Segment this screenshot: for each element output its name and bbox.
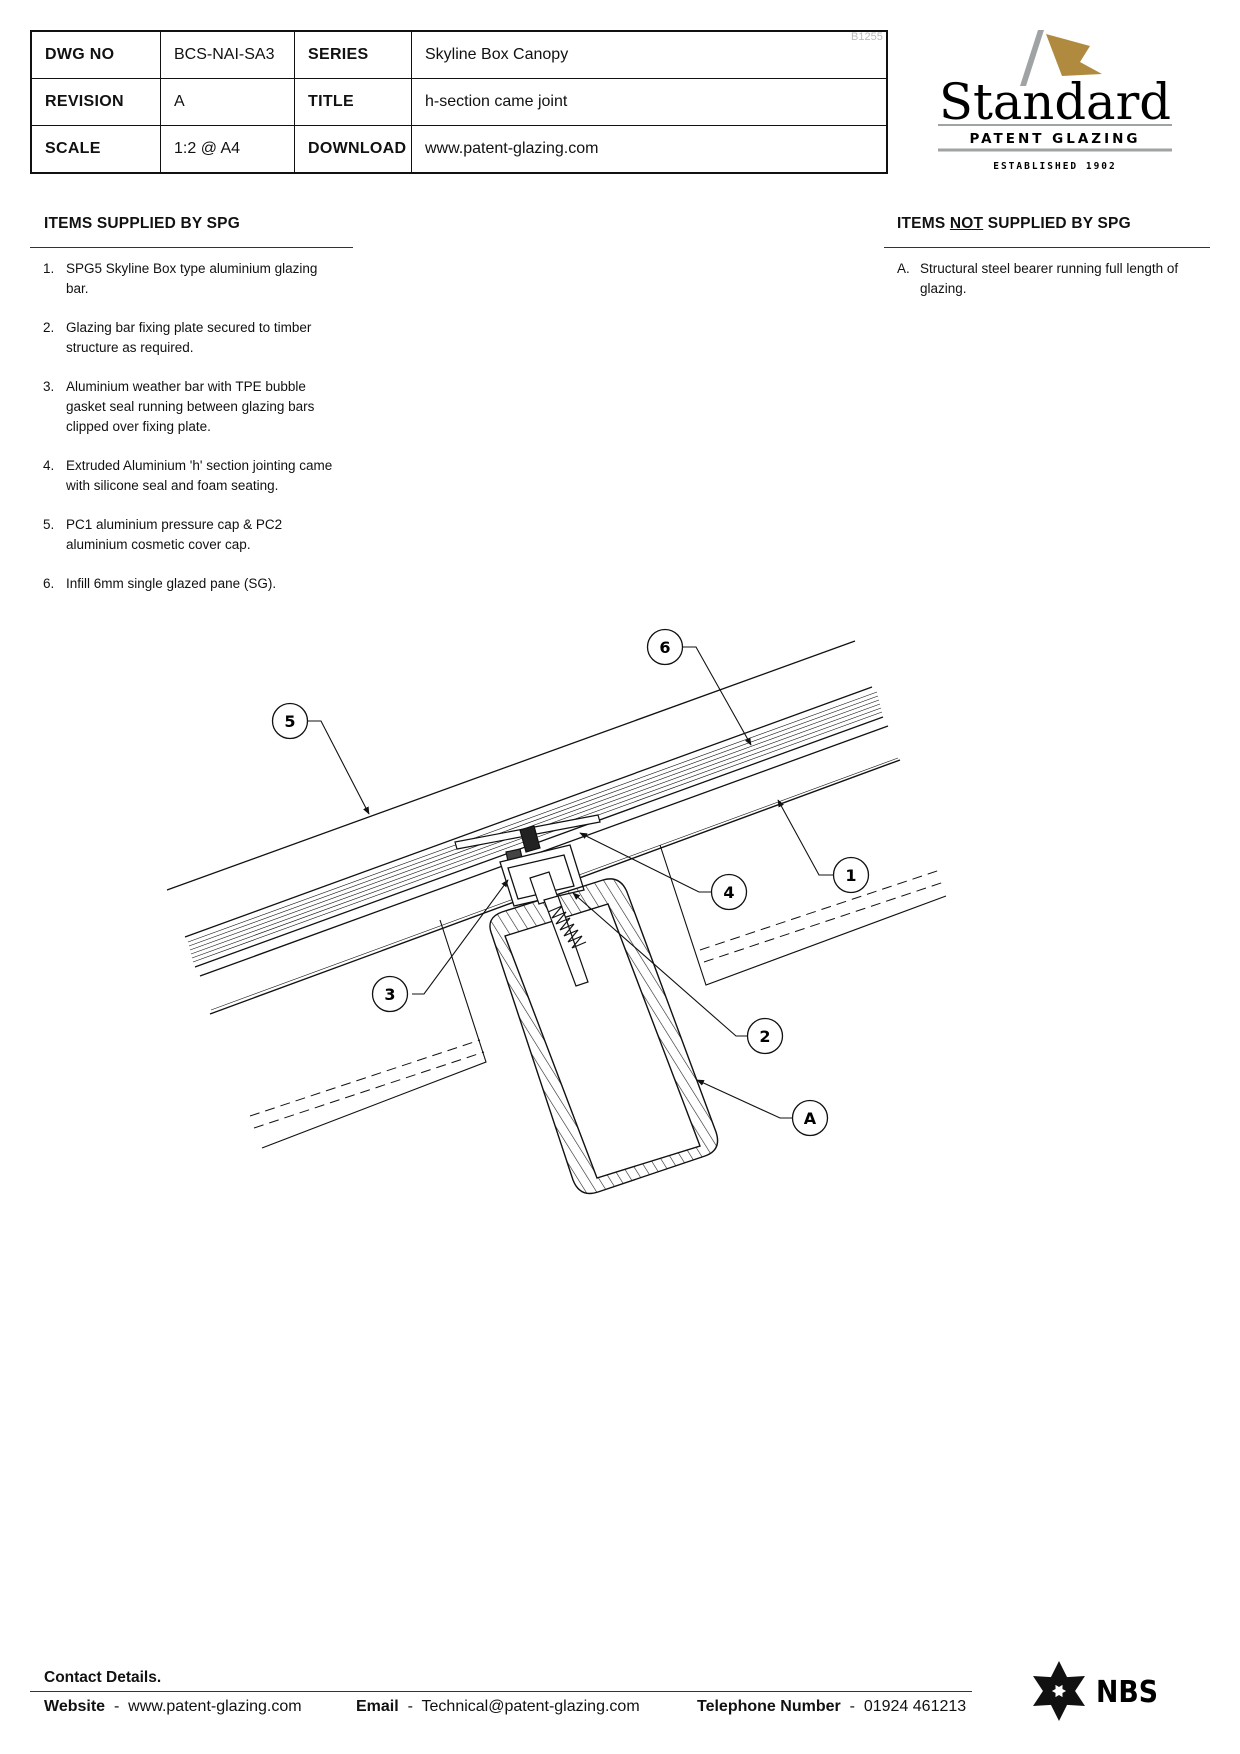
supplied-item: 1.SPG5 Skyline Box type aluminium glazin… — [43, 261, 318, 296]
callout-4-label: 4 — [723, 883, 734, 902]
title-row-scale: SCALE 1:2 @ A4 DOWNLOAD www.patent-glazi… — [30, 125, 888, 174]
supplied-item: 2.Glazing bar fixing plate secured to ti… — [43, 320, 312, 355]
supplied-item: 5.PC1 aluminium pressure cap & PC2 alumi… — [43, 517, 283, 552]
title-value: h-section came joint — [411, 78, 888, 126]
contact-website: Website - www.patent-glazing.com — [44, 1698, 302, 1715]
title-block: DWG NO BCS-NAI-SA3 SERIES Skyline Box Ca… — [30, 30, 888, 174]
logo-tagline: PATENT GLAZING — [969, 131, 1140, 147]
not-supplied-list: A.Structural steel bearer running full l… — [897, 259, 1197, 318]
nbs-label: NBS — [1096, 1675, 1158, 1710]
callout-3: 3 — [371, 975, 409, 1013]
nbs-logo: NBS — [1033, 1661, 1158, 1721]
supplied-item: 3.Aluminium weather bar with TPE bubble … — [43, 379, 315, 434]
contact-phone: Telephone Number - 01924 461213 — [697, 1698, 967, 1715]
callout-5-label: 5 — [284, 712, 295, 731]
scale-label: SCALE — [30, 125, 161, 174]
phone-number: 01924 461213 — [863, 1698, 967, 1715]
website-link[interactable]: www.patent-glazing.com — [128, 1698, 302, 1715]
callout-A-label: A — [804, 1109, 817, 1128]
contact-email: Email - Technical@patent-glazing.com — [356, 1698, 640, 1715]
title-label: TITLE — [294, 78, 412, 126]
title-row-revision: REVISION A TITLE h-section came joint — [30, 78, 888, 126]
callout-6-label: 6 — [659, 638, 670, 657]
weather-bar-right — [659, 844, 947, 986]
callout-3-label: 3 — [384, 985, 395, 1004]
revision-label: REVISION — [30, 78, 161, 126]
cover-cap-outline — [166, 640, 856, 891]
weather-bar-left — [249, 919, 487, 1149]
callout-4: 4 — [710, 873, 748, 911]
callout-1-label: 1 — [845, 866, 856, 885]
dwg-no-value: BCS-NAI-SA3 — [160, 30, 295, 79]
contact-heading: Contact Details. — [44, 1669, 162, 1686]
logo-established: ESTABLISHED 1902 — [993, 161, 1117, 172]
leader-lines — [308, 646, 833, 1119]
not-emphasis: NOT — [949, 215, 984, 232]
callout-1: 1 — [832, 856, 870, 894]
supplied-list: 1.SPG5 Skyline Box type aluminium glazin… — [43, 259, 343, 613]
drawing-ref-code: B1255 — [851, 31, 883, 43]
not-supplied-rule — [884, 247, 1210, 248]
series-value: Skyline Box Canopy — [411, 30, 888, 79]
callout-2: 2 — [746, 1017, 784, 1055]
title-row-dwg: DWG NO BCS-NAI-SA3 SERIES Skyline Box Ca… — [30, 30, 888, 79]
email-link[interactable]: Technical@patent-glazing.com — [421, 1698, 640, 1715]
not-supplied-heading: ITEMS NOT SUPPLIED BY SPG — [897, 215, 1131, 232]
callout-5: 5 — [271, 702, 309, 740]
callout-2-label: 2 — [759, 1027, 770, 1046]
supplied-heading: ITEMS SUPPLIED BY SPG — [44, 215, 240, 232]
revision-value: A — [160, 78, 295, 126]
callout-A: A — [791, 1099, 829, 1137]
callout-6: 6 — [646, 628, 684, 666]
download-label: DOWNLOAD — [294, 125, 412, 174]
scale-value: 1:2 @ A4 — [160, 125, 295, 174]
supplied-item: 4.Extruded Aluminium 'h' section jointin… — [43, 458, 333, 493]
h-section-joint-diagram: 5 6 1 4 3 2 A — [166, 628, 947, 1195]
self-drilling-screw — [529, 871, 589, 987]
supplied-rule — [30, 247, 353, 248]
not-supplied-item: A.Structural steel bearer running full l… — [897, 261, 1179, 296]
flag-icon — [1020, 30, 1102, 86]
dwg-no-label: DWG NO — [30, 30, 161, 79]
standard-patent-glazing-logo: Standard PATENT GLAZING ESTABLISHED 1902 — [938, 30, 1172, 172]
series-label: SERIES — [294, 30, 412, 79]
steel-bearer — [489, 878, 719, 1195]
nbs-star-icon — [1033, 1661, 1085, 1721]
logo-wordmark: Standard — [939, 73, 1171, 131]
download-value: www.patent-glazing.com — [411, 125, 888, 174]
contact-rule — [30, 1691, 972, 1692]
supplied-item: 6.Infill 6mm single glazed pane (SG). — [43, 576, 277, 591]
